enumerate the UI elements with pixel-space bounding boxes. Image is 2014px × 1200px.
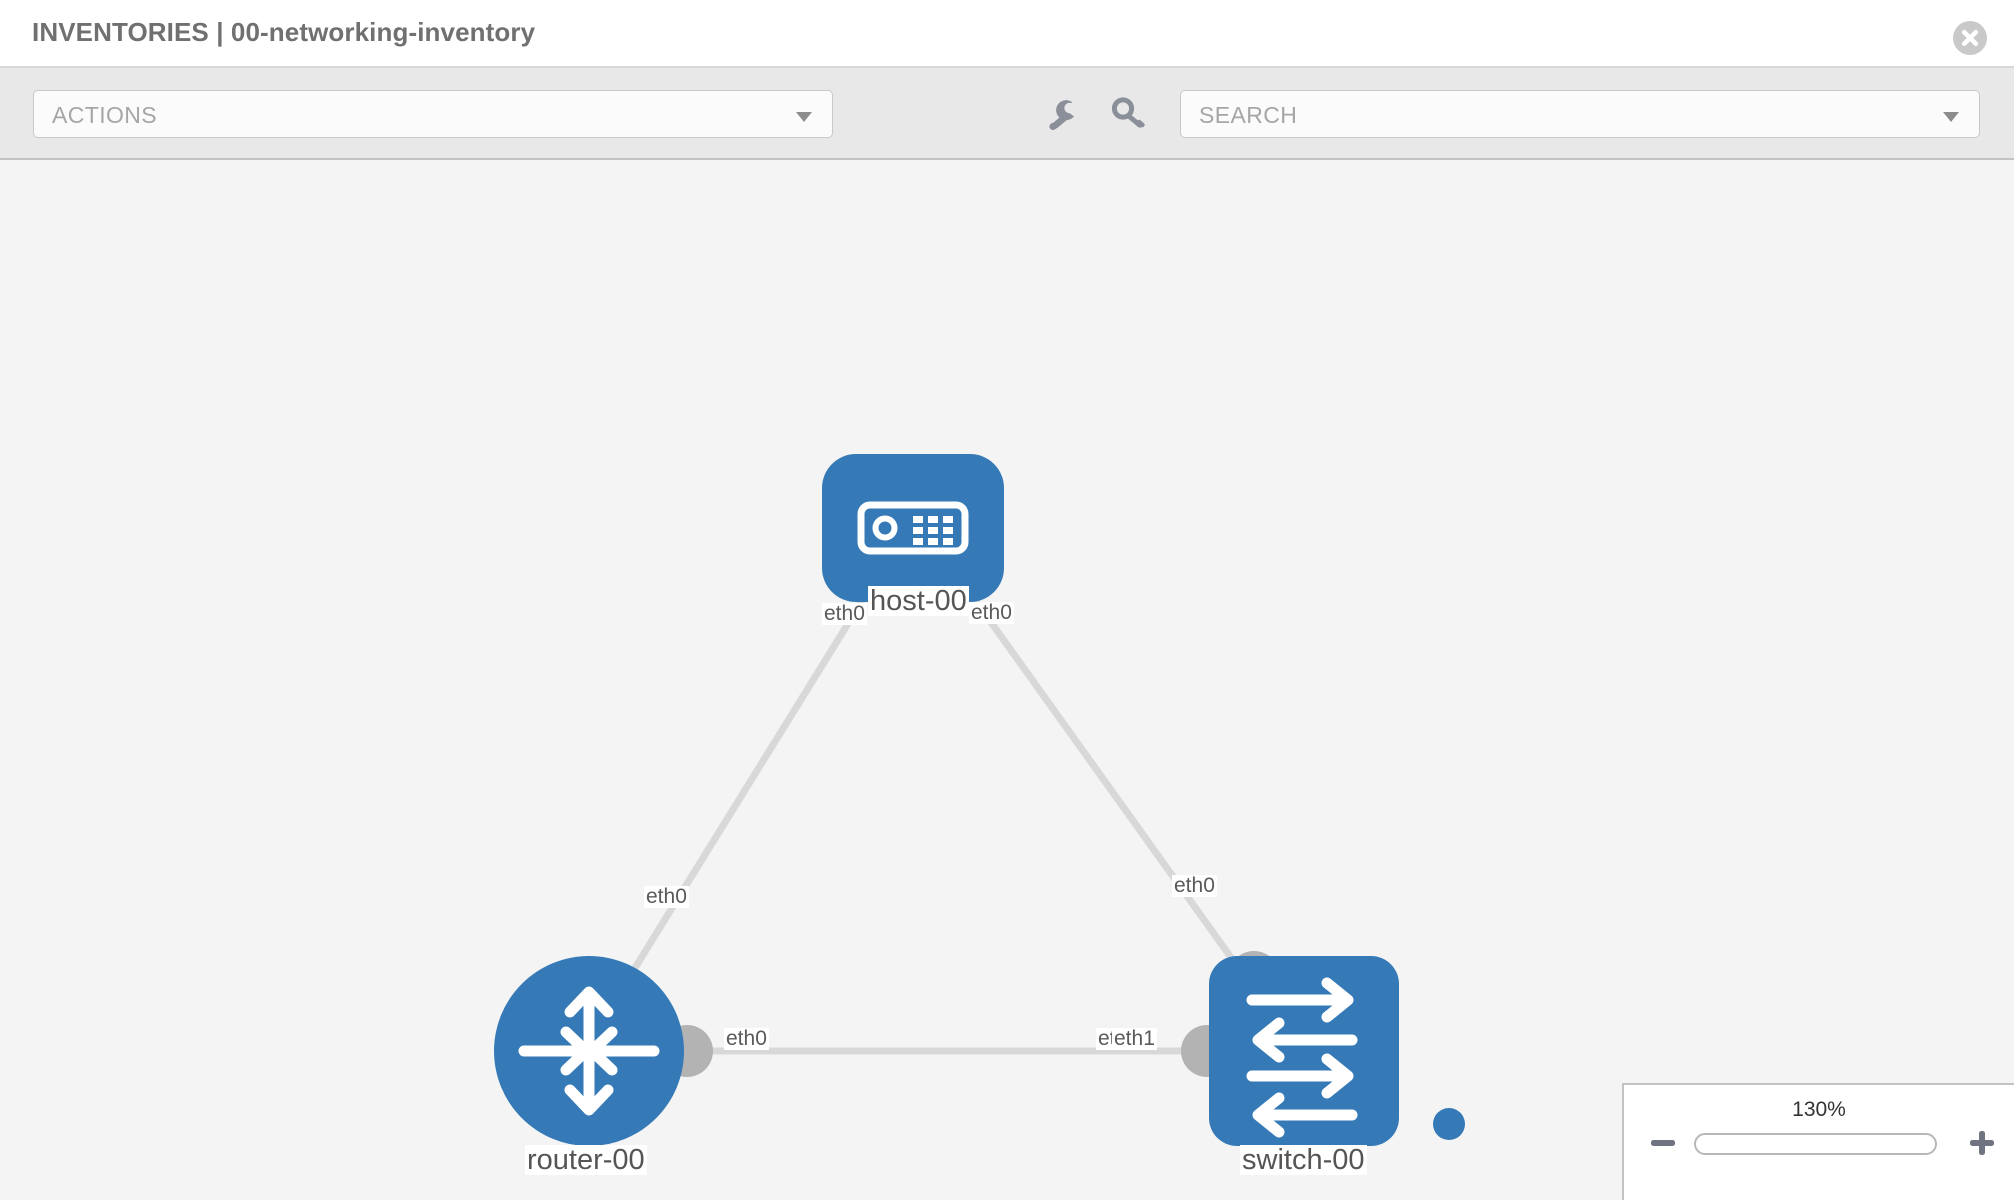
zoom-slider-track[interactable] <box>1694 1133 1937 1155</box>
zoom-percent-label: 130% <box>1792 1098 1846 1121</box>
close-icon[interactable] <box>1953 21 1987 55</box>
iface-label-router00-eth0: eth0 <box>724 1027 769 1051</box>
actions-dropdown[interactable]: ACTIONS <box>33 90 833 138</box>
topology-graph <box>494 454 1399 1146</box>
search-input[interactable]: SEARCH <box>1180 90 1980 138</box>
chevron-down-icon <box>796 112 812 122</box>
page-header: INVENTORIES | 00-networking-inventory <box>0 0 2014 68</box>
key-icon[interactable] <box>1110 96 1148 134</box>
server-icon <box>857 501 969 555</box>
zoom-slider-thumb[interactable] <box>1433 1108 1465 1140</box>
node-label-router-00: router-00 <box>525 1144 647 1176</box>
iface-label-switch00-eth1: eth1 <box>1112 1027 1157 1051</box>
node-label-host-00: host-00 <box>868 585 969 617</box>
topology-canvas[interactable]: eth0 eth0 eth0 eth0 eth0 eth0 eth1 host-… <box>0 160 2014 1200</box>
page-title: INVENTORIES | 00-networking-inventory <box>32 17 536 47</box>
node-router-00[interactable] <box>494 956 684 1146</box>
actions-dropdown-label: ACTIONS <box>52 102 158 128</box>
router-arrows-icon <box>518 986 660 1116</box>
wrench-icon[interactable] <box>1044 96 1082 134</box>
minus-icon[interactable] <box>1649 1129 1677 1157</box>
node-switch-00[interactable] <box>1209 956 1399 1146</box>
search-chevron-down-icon[interactable] <box>1943 112 1959 122</box>
link-host00-router00[interactable] <box>609 570 883 1007</box>
topology-connectors <box>661 558 1280 1077</box>
iface-label-router00-up: eth0 <box>644 885 689 909</box>
toolbar: ACTIONS SEARCH <box>0 68 2014 160</box>
topology-links <box>609 569 1268 1055</box>
iface-label-switch00-up: eth0 <box>1172 874 1217 898</box>
switch-arrows-icon <box>1246 977 1358 1138</box>
iface-label-host00-left: eth0 <box>822 602 867 626</box>
search-placeholder: SEARCH <box>1199 102 1298 128</box>
iface-label-host00-right: eth0 <box>969 601 1014 625</box>
link-host00-switch00[interactable] <box>952 569 1268 1008</box>
node-label-switch-00: switch-00 <box>1240 1144 1367 1176</box>
plus-icon[interactable] <box>1968 1129 1996 1157</box>
zoom-control-panel: 130% <box>1622 1083 2014 1200</box>
node-host-00[interactable] <box>822 454 1004 602</box>
